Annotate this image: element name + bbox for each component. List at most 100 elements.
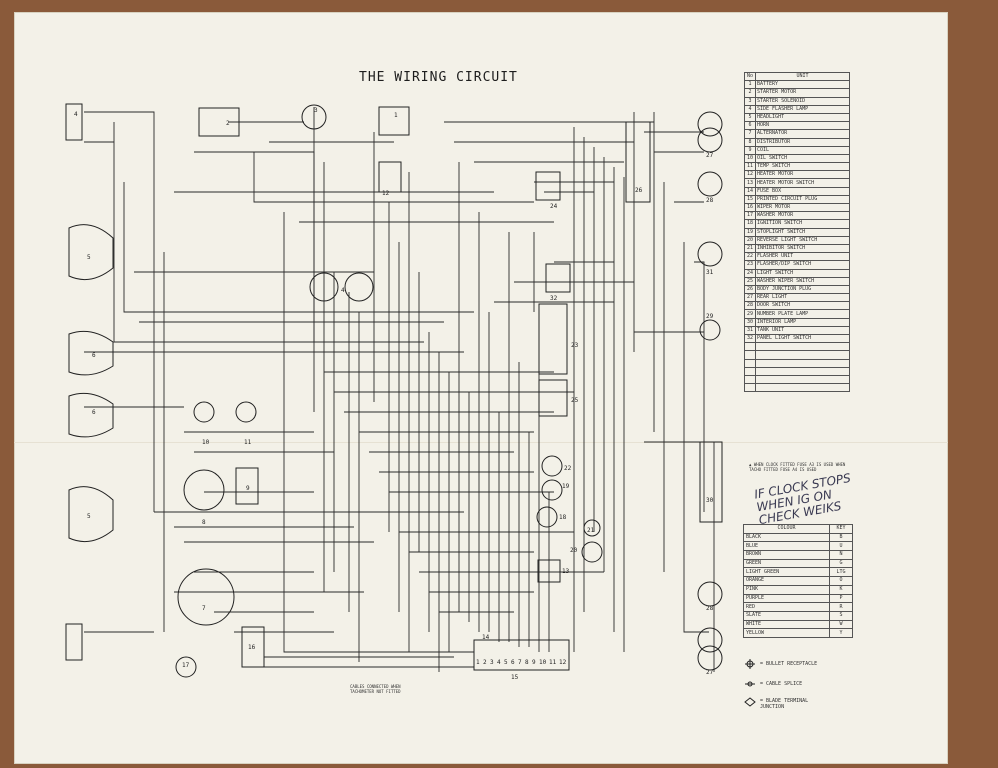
unit-name: SIDE FLASHER LAMP	[755, 104, 850, 114]
unit-name: OIL SWITCH	[755, 153, 850, 164]
unit-number: 12	[744, 170, 756, 180]
unit-number: 6	[744, 121, 756, 131]
component-labels: 4 2 3 1 5 6 6 5 10 11 8 9 7 16 17 12 4 2…	[74, 107, 714, 681]
unit-number: 19	[744, 227, 756, 237]
colour-key: G	[829, 558, 853, 569]
label-24: 24	[550, 203, 558, 210]
unit-name: FLASHER/DIP SWITCH	[755, 260, 850, 270]
label-23: 23	[571, 342, 579, 349]
diagram-title: THE WIRING CIRCUIT	[359, 70, 518, 85]
unit-number: 16	[744, 202, 756, 213]
colour-name: LIGHT GREEN	[743, 567, 830, 578]
unit-name: STARTER MOTOR	[755, 88, 850, 98]
colour-key: B	[829, 532, 853, 543]
colour-key: N	[829, 550, 853, 560]
oil-switch	[193, 401, 215, 423]
side-flasher-left	[309, 272, 339, 302]
pin-7: 7	[518, 659, 522, 666]
door-switch-bottom	[697, 581, 723, 607]
pin-6: 6	[511, 659, 515, 666]
unit-number: 10	[744, 153, 756, 164]
pin-9: 9	[532, 659, 536, 666]
door-switch-top	[697, 171, 723, 197]
rear-light-bottom	[697, 627, 723, 653]
label-13: 13	[562, 568, 570, 575]
label-32: 32	[550, 295, 558, 302]
colour-header: COLOUR	[743, 524, 830, 534]
pin-8: 8	[525, 659, 529, 666]
unit-table-no-header: No	[744, 71, 756, 82]
label-9: 9	[246, 485, 250, 492]
legend-bullet: = BULLET RECEPTACLE	[760, 661, 818, 667]
label-16: 16	[248, 644, 256, 651]
unit-number: 25	[744, 276, 756, 286]
interior-lamp	[699, 441, 723, 523]
label-8: 8	[202, 519, 206, 526]
rear-light-top	[697, 111, 723, 137]
label-29: 29	[706, 313, 714, 320]
heater-motor-switch	[537, 559, 561, 583]
unit-name: DOOR SWITCH	[755, 301, 850, 311]
unit-name: PRINTED CIRCUIT PLUG	[755, 194, 850, 205]
unit-name: DISTRIBUTOR	[755, 137, 850, 147]
colour-name: BROWN	[743, 550, 830, 560]
label-28b: 28	[706, 605, 714, 612]
unit-number: 17	[744, 211, 756, 221]
colour-name: YELLOW	[743, 628, 830, 638]
plug-pin-labels: 1 2 3 4 5 6 7 8 9 10 11 12	[476, 659, 567, 666]
panel-light-switch	[545, 263, 571, 293]
unit-number: 2	[744, 88, 756, 98]
unit-row-empty	[744, 374, 850, 385]
unit-name: WASHER MOTOR	[755, 211, 850, 221]
pin-11: 11	[549, 659, 557, 666]
unit-number: 27	[744, 293, 756, 303]
unit-number: 3	[744, 96, 756, 106]
unit-table-unit-header: UNIT	[755, 71, 850, 82]
coil	[235, 467, 259, 505]
flasher-unit	[541, 455, 563, 477]
label-10: 10	[202, 439, 210, 446]
pin-3: 3	[490, 659, 494, 666]
fuse-note: ▲ WHEN CLOCK FITTED FUSE A3 IS USED WHEN…	[749, 462, 846, 472]
colour-key: O	[829, 576, 853, 586]
unit-name: WASHER WIPER SWITCH	[755, 276, 850, 286]
colour-name: WHITE	[743, 619, 830, 630]
unit-number: 11	[744, 162, 756, 172]
unit-number: 30	[744, 317, 756, 327]
key-header: KEY	[829, 524, 853, 534]
unit-number: 14	[744, 186, 756, 196]
unit-number: 26	[744, 284, 756, 295]
pin-2: 2	[483, 659, 487, 666]
unit-name: STARTER SOLENOID	[755, 96, 850, 106]
colour-key: K	[829, 584, 853, 595]
unit-name: TEMP SWITCH	[755, 162, 850, 172]
starter-solenoid	[301, 104, 327, 130]
side-flasher-lamp-bottom	[65, 623, 83, 661]
label-6b: 6	[92, 409, 96, 416]
unit-name: HEATER MOTOR SWITCH	[755, 178, 850, 188]
distributor	[183, 469, 225, 511]
